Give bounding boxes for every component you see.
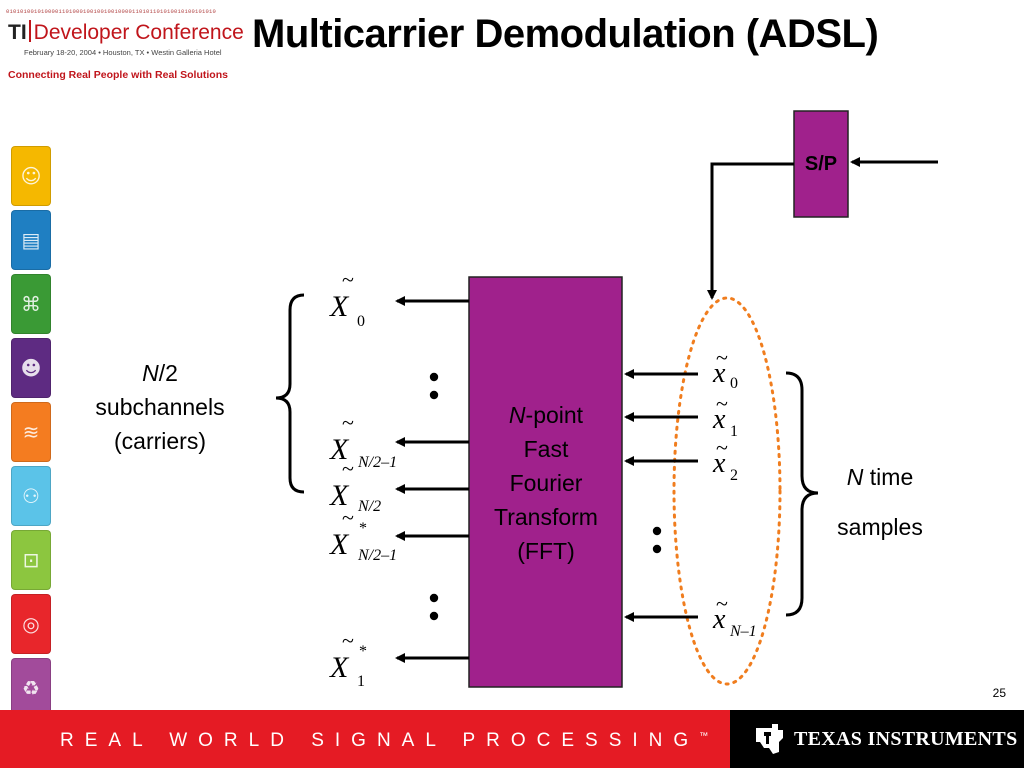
input-symbol-0: ~ x 0	[712, 345, 738, 392]
time-samples-label-line1: N time	[846, 464, 914, 490]
input-symbols: ~ x 0 ~ x 1 ~ x 2 ~ x N–1	[712, 345, 757, 640]
subchannels-label-line3: (carriers)	[114, 428, 206, 454]
svg-text:*: *	[359, 643, 367, 660]
fft-diagram: S/P N-point Fast Fourier Transform (FFT)…	[275, 110, 938, 690]
subchannels-label-line2: subchannels	[95, 394, 225, 420]
logo-conference-name: Developer Conference	[33, 21, 244, 44]
input-symbol-3: ~ x N–1	[712, 591, 757, 640]
sp-block	[793, 110, 849, 218]
time-samples-label-line2: samples	[837, 514, 923, 540]
profile-head-icon: ☻	[11, 338, 51, 398]
svg-text:N/2: N/2	[357, 498, 381, 515]
fft-label-line-2: Fast	[524, 436, 569, 462]
svg-text:X: X	[329, 479, 350, 512]
svg-text:~: ~	[342, 505, 354, 530]
svg-text:~: ~	[716, 345, 728, 370]
output-symbol-0: ~ X 0	[329, 267, 365, 330]
fft-block	[468, 276, 623, 688]
signal-head-icon: ≋	[11, 402, 51, 462]
svg-text:~: ~	[716, 391, 728, 416]
input-symbol-1: ~ x 1	[712, 391, 738, 440]
network-head-icon: ⌘	[11, 274, 51, 334]
svg-text:~: ~	[342, 628, 354, 653]
footer-red-band: REAL WORLD SIGNAL PROCESSING™	[0, 710, 730, 768]
svg-text:*: *	[359, 520, 367, 537]
slide-title: Multicarrier Demodulation (ADSL)	[252, 12, 879, 56]
sidebar-icons: ☺ ▤ ⌘ ☻ ≋ ⚇ ⊡ ◎ ♻	[11, 146, 51, 722]
fft-label-line-4: Transform	[494, 504, 598, 530]
logo-ti: TI	[8, 21, 27, 44]
footer-tm: ™	[699, 730, 709, 741]
input-symbol-2: ~ x 2	[712, 435, 738, 484]
right-brace	[785, 371, 819, 617]
page-number: 25	[992, 686, 1006, 700]
svg-text:~: ~	[716, 591, 728, 616]
documents-icon: ▤	[11, 210, 51, 270]
svg-text:x: x	[712, 358, 726, 389]
lock-icon: ⊡	[11, 530, 51, 590]
left-brace	[275, 293, 305, 494]
ellipsis-inputs	[652, 526, 662, 554]
fft-label-line-1: N-point	[509, 402, 584, 428]
svg-text:X: X	[329, 433, 350, 466]
fft-label-line-5: (FFT)	[517, 538, 574, 564]
logo-tagline: Connecting Real People with Real Solutio…	[8, 69, 228, 81]
logo-date: February 18-20, 2004 • Houston, TX • Wes…	[24, 48, 222, 57]
svg-text:~: ~	[342, 410, 354, 435]
wireless-icon: ◎	[11, 594, 51, 654]
subchannels-label: N/2 subchannels (carriers)	[68, 356, 252, 458]
svg-text:~: ~	[342, 456, 354, 481]
footer-tagline: REAL WORLD SIGNAL PROCESSING	[60, 730, 700, 751]
ellipsis-outputs-lower	[429, 593, 439, 621]
connect-icon: ⚇	[11, 466, 51, 526]
output-symbol-3: ~ X * N/2–1	[329, 505, 397, 564]
ti-company-name: TEXAS INSTRUMENTS	[794, 728, 1018, 750]
svg-text:1: 1	[357, 673, 365, 690]
output-symbols: ~ X 0 ~ X N/2–1 ~ X N/2 ~ X * N/2–1 ~ X …	[329, 267, 397, 690]
output-symbol-4: ~ X * 1	[329, 628, 367, 690]
logo-binary-strip: 0101010010100001101000100100100100001101…	[6, 8, 217, 15]
input-sample-ellipse	[672, 296, 782, 686]
svg-text:X: X	[329, 651, 350, 684]
ti-logo-icon	[756, 724, 783, 754]
svg-text:x: x	[712, 604, 726, 635]
svg-text:1: 1	[730, 423, 738, 440]
time-samples-label: N time samples	[818, 452, 942, 552]
svg-text:0: 0	[357, 313, 365, 330]
svg-text:x: x	[712, 448, 726, 479]
footer: REAL WORLD SIGNAL PROCESSING™ TEXAS INST…	[0, 710, 1024, 768]
fft-label-line-3: Fourier	[510, 470, 583, 496]
svg-text:N/2–1: N/2–1	[357, 547, 397, 564]
footer-black-band: TEXAS INSTRUMENTS	[730, 710, 1024, 768]
sp-label: S/P	[805, 153, 837, 175]
conference-logo: 0101010010100001101000100100100100001101…	[6, 8, 244, 88]
svg-text:X: X	[329, 290, 350, 323]
svg-text:X: X	[329, 528, 350, 561]
svg-text:N–1: N–1	[729, 623, 757, 640]
output-symbol-2: ~ X N/2	[329, 456, 381, 515]
sp-output-wire	[707, 162, 794, 300]
svg-text:0: 0	[730, 375, 738, 392]
output-symbol-1: ~ X N/2–1	[329, 410, 397, 471]
svg-text:~: ~	[716, 435, 728, 460]
recycle-icon: ♻	[11, 658, 51, 718]
head-icon: ☺	[11, 146, 51, 206]
subchannels-label-n: N/2	[142, 360, 178, 386]
svg-text:2: 2	[730, 467, 738, 484]
svg-text:x: x	[712, 404, 726, 435]
svg-text:N/2–1: N/2–1	[357, 454, 397, 471]
svg-text:~: ~	[342, 267, 354, 292]
ellipsis-outputs-upper	[429, 372, 439, 400]
